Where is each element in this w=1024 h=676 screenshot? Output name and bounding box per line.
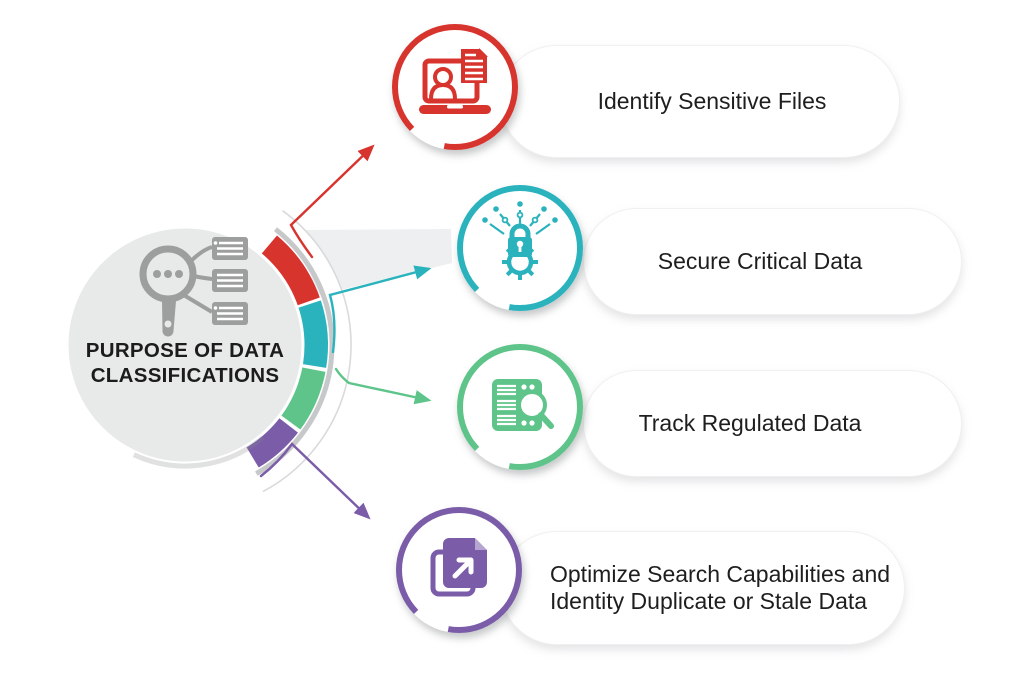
arrow-to-optimize-search [259, 442, 371, 520]
arc-segment-green [279, 366, 326, 430]
item-pill-optimize-search: Optimize Search Capabilities and Identit… [500, 531, 905, 645]
item-ring [457, 185, 583, 311]
item-icon-circle-identify-sensitive-files [389, 21, 521, 153]
arrow-to-identify-sensitive-files [289, 144, 375, 259]
page-title-line2: CLASSIFICATIONS [90, 364, 280, 387]
item-ring [396, 507, 522, 633]
magnifier-classification-icon [139, 237, 248, 337]
page-title-line1: PURPOSE OF DATA [85, 339, 285, 362]
arc-segment-red [259, 235, 320, 307]
laptop-user-document-icon [419, 48, 491, 114]
item-ring [392, 24, 518, 150]
page-title: PURPOSE OF DATA CLASSIFICATIONS [30, 338, 340, 388]
server-magnifier-icon [492, 379, 554, 431]
arrow-to-track-regulated-data [334, 367, 432, 405]
item-icon-circle-secure-critical-data [454, 182, 586, 314]
classification-arc-segments [244, 235, 328, 468]
connector-arrows [259, 144, 432, 520]
arc-segment-teal [296, 300, 328, 368]
arc-segment-purple [244, 416, 298, 468]
arrow-to-secure-critical-data [328, 265, 432, 354]
item-pill-track-regulated-data: Track Regulated Data [583, 370, 962, 477]
item-pill-secure-critical-data: Secure Critical Data [583, 208, 962, 315]
item-label: Optimize Search Capabilities and Identit… [550, 561, 891, 614]
duplicate-files-icon [430, 538, 487, 597]
item-icon-circle-optimize-search [393, 504, 525, 636]
item-ring [457, 344, 583, 470]
item-label: Identify Sensitive Files [597, 88, 827, 114]
lock-gear-network-icon [482, 201, 558, 280]
item-pill-identify-sensitive-files: Identify Sensitive Files [500, 45, 900, 158]
central-circle-shadow [132, 435, 265, 469]
item-label: Secure Critical Data [657, 248, 863, 274]
item-label: Track Regulated Data [638, 410, 862, 436]
item-icon-circle-track-regulated-data [454, 341, 586, 473]
